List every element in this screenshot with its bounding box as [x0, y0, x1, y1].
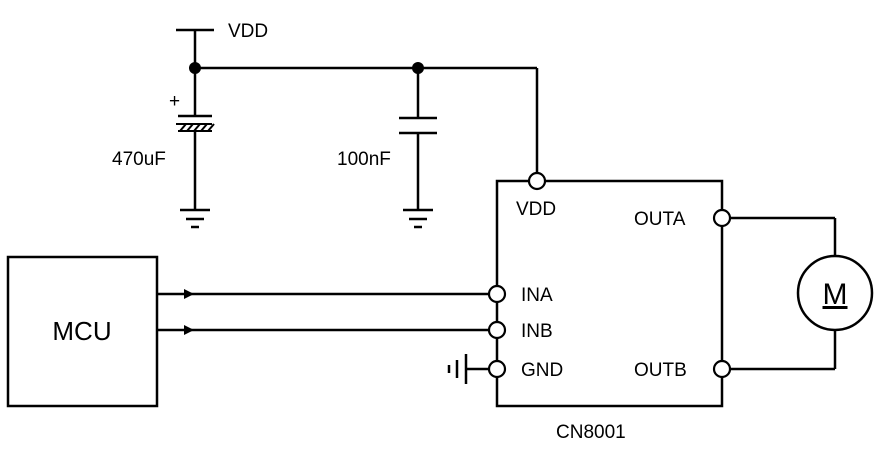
- ground-icon: [403, 208, 433, 229]
- capacitor-470uf: + 470uF: [112, 68, 215, 229]
- motor-icon: [796, 254, 874, 332]
- motor-circuit: M: [730, 216, 874, 371]
- motor-label: M: [823, 278, 848, 311]
- pin-outb: [712, 359, 732, 379]
- arrow-right-icon: [184, 289, 194, 299]
- arrow-right-icon: [184, 325, 194, 335]
- driver-chip-box: [495, 179, 724, 408]
- signal-inb-wire: [157, 325, 497, 335]
- cap1-hatched-plate: [176, 123, 215, 132]
- vdd-supply: VDD: [176, 21, 268, 68]
- driver-part-number: CN8001: [556, 422, 626, 443]
- ground-icon: [180, 208, 210, 229]
- pin-inb: [487, 320, 507, 340]
- capacitor-100nf: 100nF: [337, 68, 437, 229]
- mcu-block: MCU: [6, 255, 159, 408]
- pin-outa: [712, 208, 732, 228]
- cap1-polarity-mark: +: [169, 91, 180, 112]
- pin-gnd: [487, 359, 507, 379]
- vdd-supply-label: VDD: [228, 21, 268, 42]
- cap2-value-label: 100nF: [337, 149, 391, 170]
- mcu-box: [6, 255, 159, 408]
- pin-inb-label: INB: [521, 321, 553, 342]
- mcu-label: MCU: [52, 316, 111, 346]
- pin-vdd: [527, 171, 547, 191]
- pin-gnd-label: GND: [521, 360, 563, 381]
- pin-vdd-label: VDD: [516, 199, 556, 220]
- pin-outa-label: OUTA: [634, 209, 686, 230]
- driver-chip: VDD INA INB GND OUTA OUTB CN8001: [487, 171, 732, 443]
- pin-ina: [487, 284, 507, 304]
- ground-icon: [447, 354, 489, 384]
- signal-ina-wire: [157, 289, 497, 299]
- pin-ina-label: INA: [521, 285, 553, 306]
- cap1-value-label: 470uF: [112, 149, 166, 170]
- pin-outb-label: OUTB: [634, 360, 687, 381]
